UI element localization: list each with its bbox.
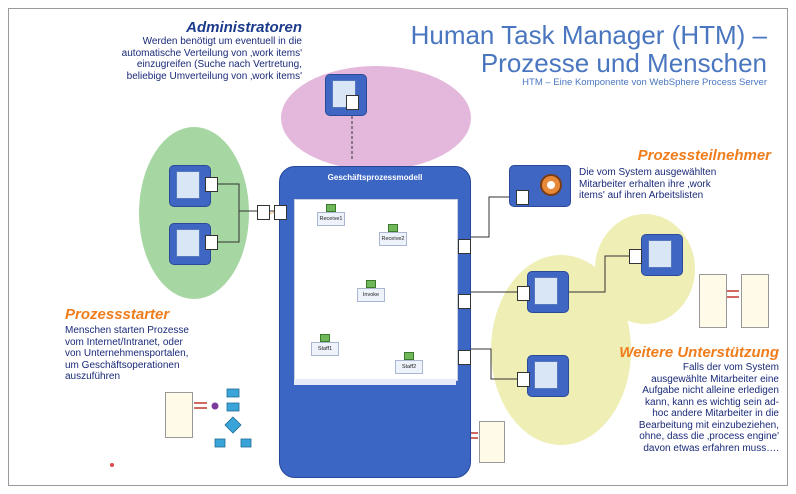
node-staff1[interactable]: Staff1 (311, 342, 339, 356)
connector-starter-2 (217, 211, 240, 243)
support-line: kann, kann es wichtig sein ad- (645, 396, 779, 408)
node-invoke[interactable]: Invoke (357, 288, 385, 302)
node-receive2[interactable]: Receive2 (379, 232, 407, 246)
slide-title: Human Task Manager (HTM) – Prozesse und … (407, 21, 767, 77)
support-user-icon-3[interactable] (641, 234, 683, 276)
support-line: Bearbeitung mit einzubeziehen, (638, 419, 779, 431)
support-heading: Weitere Unterstützung (619, 344, 779, 361)
canvas-footer (294, 379, 456, 385)
starter-worker-card (165, 392, 193, 438)
starter-junction-port (257, 205, 270, 220)
model-port-right-3 (458, 350, 471, 365)
admin-line: Werden benötigt um eventuell in die (142, 36, 302, 47)
staff-icon (404, 352, 414, 360)
staff-icon (320, 334, 330, 342)
title-line-1: Human Task Manager (HTM) – (410, 20, 767, 50)
slide-subtitle: HTM – Eine Komponente von WebSphere Proc… (522, 77, 767, 88)
support-line: Falls der vom System (682, 362, 779, 373)
flowchart-step-box (226, 402, 240, 412)
support-line: Aufgabe nicht alleine erledigen (642, 385, 779, 396)
admin-text: Werden benötigt um eventuell in die auto… (37, 36, 302, 82)
connector-participant (469, 196, 514, 238)
starter-port-1 (205, 177, 218, 192)
worker-group-card-1 (699, 274, 727, 328)
flowchart-branch-left (214, 438, 226, 448)
admin-ellipse (281, 66, 471, 170)
flowchart-start-box (226, 388, 240, 398)
starter-ellipse (139, 127, 249, 299)
support-worker-card (479, 421, 505, 463)
admin-line: einzugreifen (Suche nach Vertretung, (136, 59, 302, 70)
process-model-panel: Geschäftsprozessmodell Receive1 Receive2… (274, 166, 471, 478)
node-staff2[interactable]: Staff2 (395, 360, 423, 374)
support-port-1 (517, 286, 530, 301)
support-line: ausgewählte Mitarbeiter eine (651, 373, 779, 385)
model-port-right-1 (458, 239, 471, 254)
support-port-3 (629, 249, 642, 264)
worklist-port (516, 190, 529, 205)
worker-group-card-2 (741, 274, 769, 328)
receive-icon (326, 204, 336, 212)
node-receive1[interactable]: Receive1 (317, 212, 345, 226)
support-line: davon etwas erfahren muss…. (643, 442, 779, 454)
connector-support-2 (469, 348, 517, 380)
connector-support-3 (563, 255, 629, 293)
starter-port-2 (205, 235, 218, 250)
starter-user-icon-2[interactable] (169, 223, 211, 265)
participant-heading: Prozessteilnehmer (637, 147, 771, 164)
participant-block: Prozessteilnehmer (561, 147, 771, 164)
support-line: hoc andere Mitarbeiter in die (652, 408, 779, 419)
support-user-icon-2[interactable] (527, 355, 569, 397)
starter-line: vom Internet/Intranet, oder (65, 336, 183, 348)
flowchart-connector-dot (211, 402, 219, 410)
support-text: Falls der vom System ausgewählte Mitarbe… (569, 362, 779, 454)
stray-dot (110, 463, 114, 467)
person-icon (176, 171, 200, 199)
title-line-2: Prozesse und Menschen (480, 48, 767, 78)
support-line: ohne, dass die ‚process engine' (639, 431, 779, 442)
participant-text: Die vom System ausgewählten Mitarbeiter … (579, 167, 779, 202)
support-port-2 (517, 372, 530, 387)
process-canvas: Receive1 Receive2 Invoke Staff1 Staff2 (294, 199, 458, 381)
lifebuoy-icon (540, 174, 562, 196)
admin-heading: Administratoren (186, 19, 302, 36)
admin-line: automatische Verteilung von ‚work items' (121, 47, 302, 59)
starter-line: um Geschäftsoperationen (65, 359, 180, 371)
support-user-icon-1[interactable] (527, 271, 569, 313)
admin-line: beliebige Umverteilung von ‚work items' (126, 70, 302, 82)
receive-icon (388, 224, 398, 232)
participant-line: Die vom System ausgewählten (579, 167, 717, 178)
starter-text: Menschen starten Prozesse vom Internet/I… (65, 325, 255, 383)
starter-line: von Unternehmensportalen, (65, 348, 189, 359)
person-icon (648, 240, 672, 268)
participant-line: items' auf ihren Arbeitslisten (579, 190, 704, 201)
flowchart-branch-right (240, 438, 252, 448)
person-icon (534, 361, 558, 389)
starter-block: Prozessstarter Menschen starten Prozesse… (65, 306, 255, 383)
slide-frame: Human Task Manager (HTM) – Prozesse und … (8, 8, 788, 486)
model-port-left (274, 205, 287, 220)
person-icon (176, 229, 200, 257)
starter-heading: Prozessstarter (65, 306, 170, 323)
admin-block: Administratoren Werden benötigt um event… (37, 19, 302, 82)
participant-line: Mitarbeiter erhalten ihre ‚work (579, 178, 711, 190)
starter-user-icon-1[interactable] (169, 165, 211, 207)
person-icon (534, 277, 558, 305)
flowchart-decision (224, 416, 242, 434)
support-block: Weitere Unterstützung Falls der vom Syst… (569, 344, 779, 454)
starter-line: Menschen starten Prozesse (65, 325, 189, 336)
model-port-right-2 (458, 294, 471, 309)
invoke-icon (366, 280, 376, 288)
admin-port (346, 95, 359, 110)
process-model-title: Geschäftsprozessmodell (327, 173, 423, 182)
connector-starter-1 (217, 183, 257, 212)
starter-line: auszuführen (65, 371, 121, 382)
